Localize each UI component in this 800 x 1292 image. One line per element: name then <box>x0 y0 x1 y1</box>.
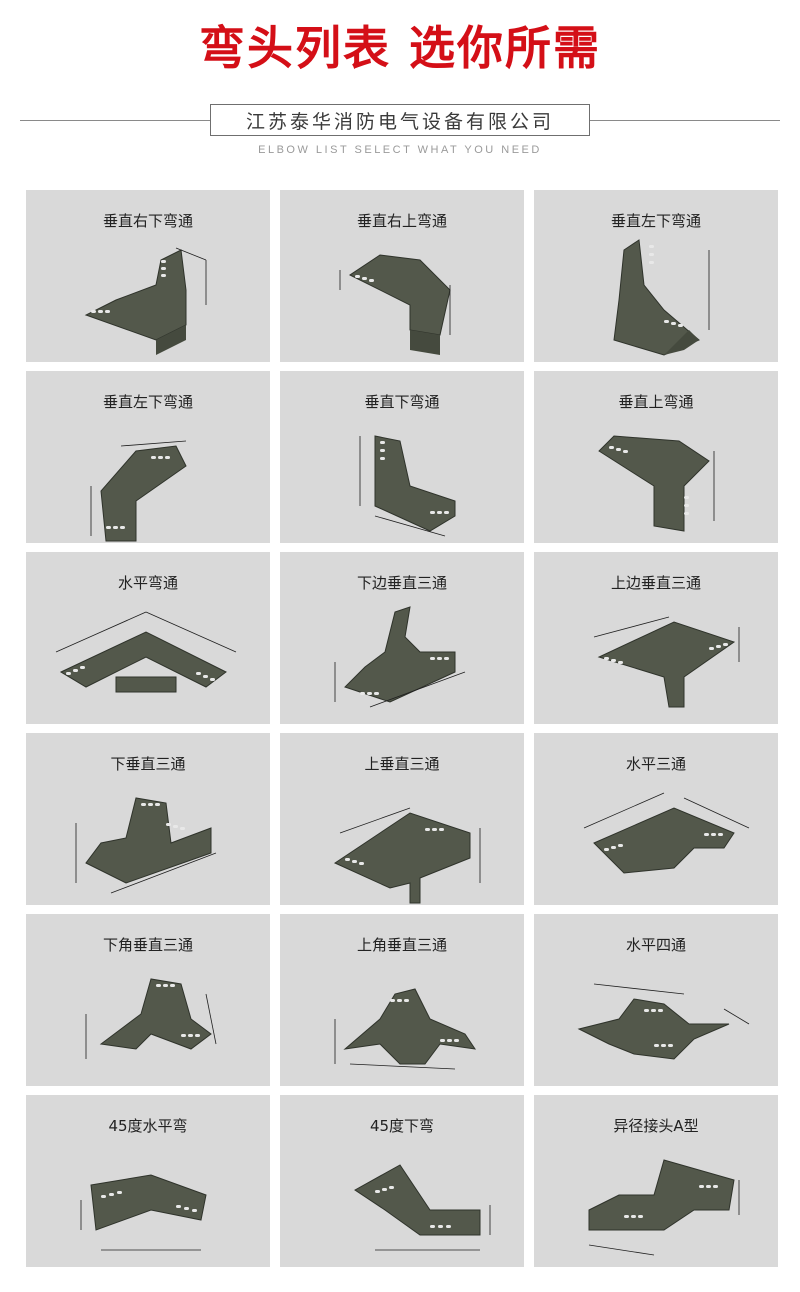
product-card: 垂直右下弯通 <box>26 190 270 362</box>
product-card: 45度下弯 <box>280 1095 524 1267</box>
product-label: 水平弯通 <box>117 574 178 592</box>
product-label: 上角垂直三通 <box>356 936 447 954</box>
product-card: 上边垂直三通 <box>534 552 778 724</box>
product-label: 下垂直三通 <box>110 755 186 773</box>
product-label: 垂直右上弯通 <box>356 212 447 230</box>
page-title: 弯头列表 选你所需 <box>198 21 601 75</box>
product-card: 垂直左下弯通 <box>26 371 270 543</box>
product-label: 水平三通 <box>625 755 686 773</box>
company-name: 江苏泰华消防电气设备有限公司 <box>245 110 554 133</box>
product-label: 45度水平弯 <box>108 1117 188 1135</box>
product-label: 水平四通 <box>625 936 686 954</box>
product-card: 垂直下弯通 <box>280 371 524 543</box>
product-card: 下边垂直三通 <box>280 552 524 724</box>
product-card: 水平四通 <box>534 914 778 1086</box>
product-card: 垂直左下弯通 <box>534 190 778 362</box>
product-card: 上角垂直三通 <box>280 914 524 1086</box>
product-label: 45度下弯 <box>369 1117 435 1135</box>
product-label: 下角垂直三通 <box>102 936 193 954</box>
product-card: 下角垂直三通 <box>26 914 270 1086</box>
product-label: 上边垂直三通 <box>610 574 701 592</box>
product-label: 垂直上弯通 <box>618 393 694 411</box>
product-label: 上垂直三通 <box>364 755 440 773</box>
product-card: 异径接头A型 <box>534 1095 778 1267</box>
product-label: 下边垂直三通 <box>356 574 447 592</box>
product-card: 上垂直三通 <box>280 733 524 905</box>
product-label: 垂直右下弯通 <box>102 212 193 230</box>
product-card: 下垂直三通 <box>26 733 270 905</box>
company-banner: 江苏泰华消防电气设备有限公司 <box>210 104 590 136</box>
divider-right <box>590 120 780 121</box>
product-grid: 垂直右下弯通 垂直右上弯通 垂直左下弯通 垂直左下弯通 垂直下弯通 垂直上弯通 … <box>26 190 778 1267</box>
product-card: 垂直右上弯通 <box>280 190 524 362</box>
product-card: 水平弯通 <box>26 552 270 724</box>
product-label: 垂直左下弯通 <box>610 212 701 230</box>
product-label: 垂直左下弯通 <box>102 393 193 411</box>
product-card: 水平三通 <box>534 733 778 905</box>
product-card: 45度水平弯 <box>26 1095 270 1267</box>
divider-left <box>20 120 210 121</box>
product-label: 垂直下弯通 <box>364 393 440 411</box>
product-label: 异径接头A型 <box>613 1117 699 1135</box>
page-subtitle: ELBOW LIST SELECT WHAT YOU NEED <box>258 144 542 156</box>
product-card: 垂直上弯通 <box>534 371 778 543</box>
